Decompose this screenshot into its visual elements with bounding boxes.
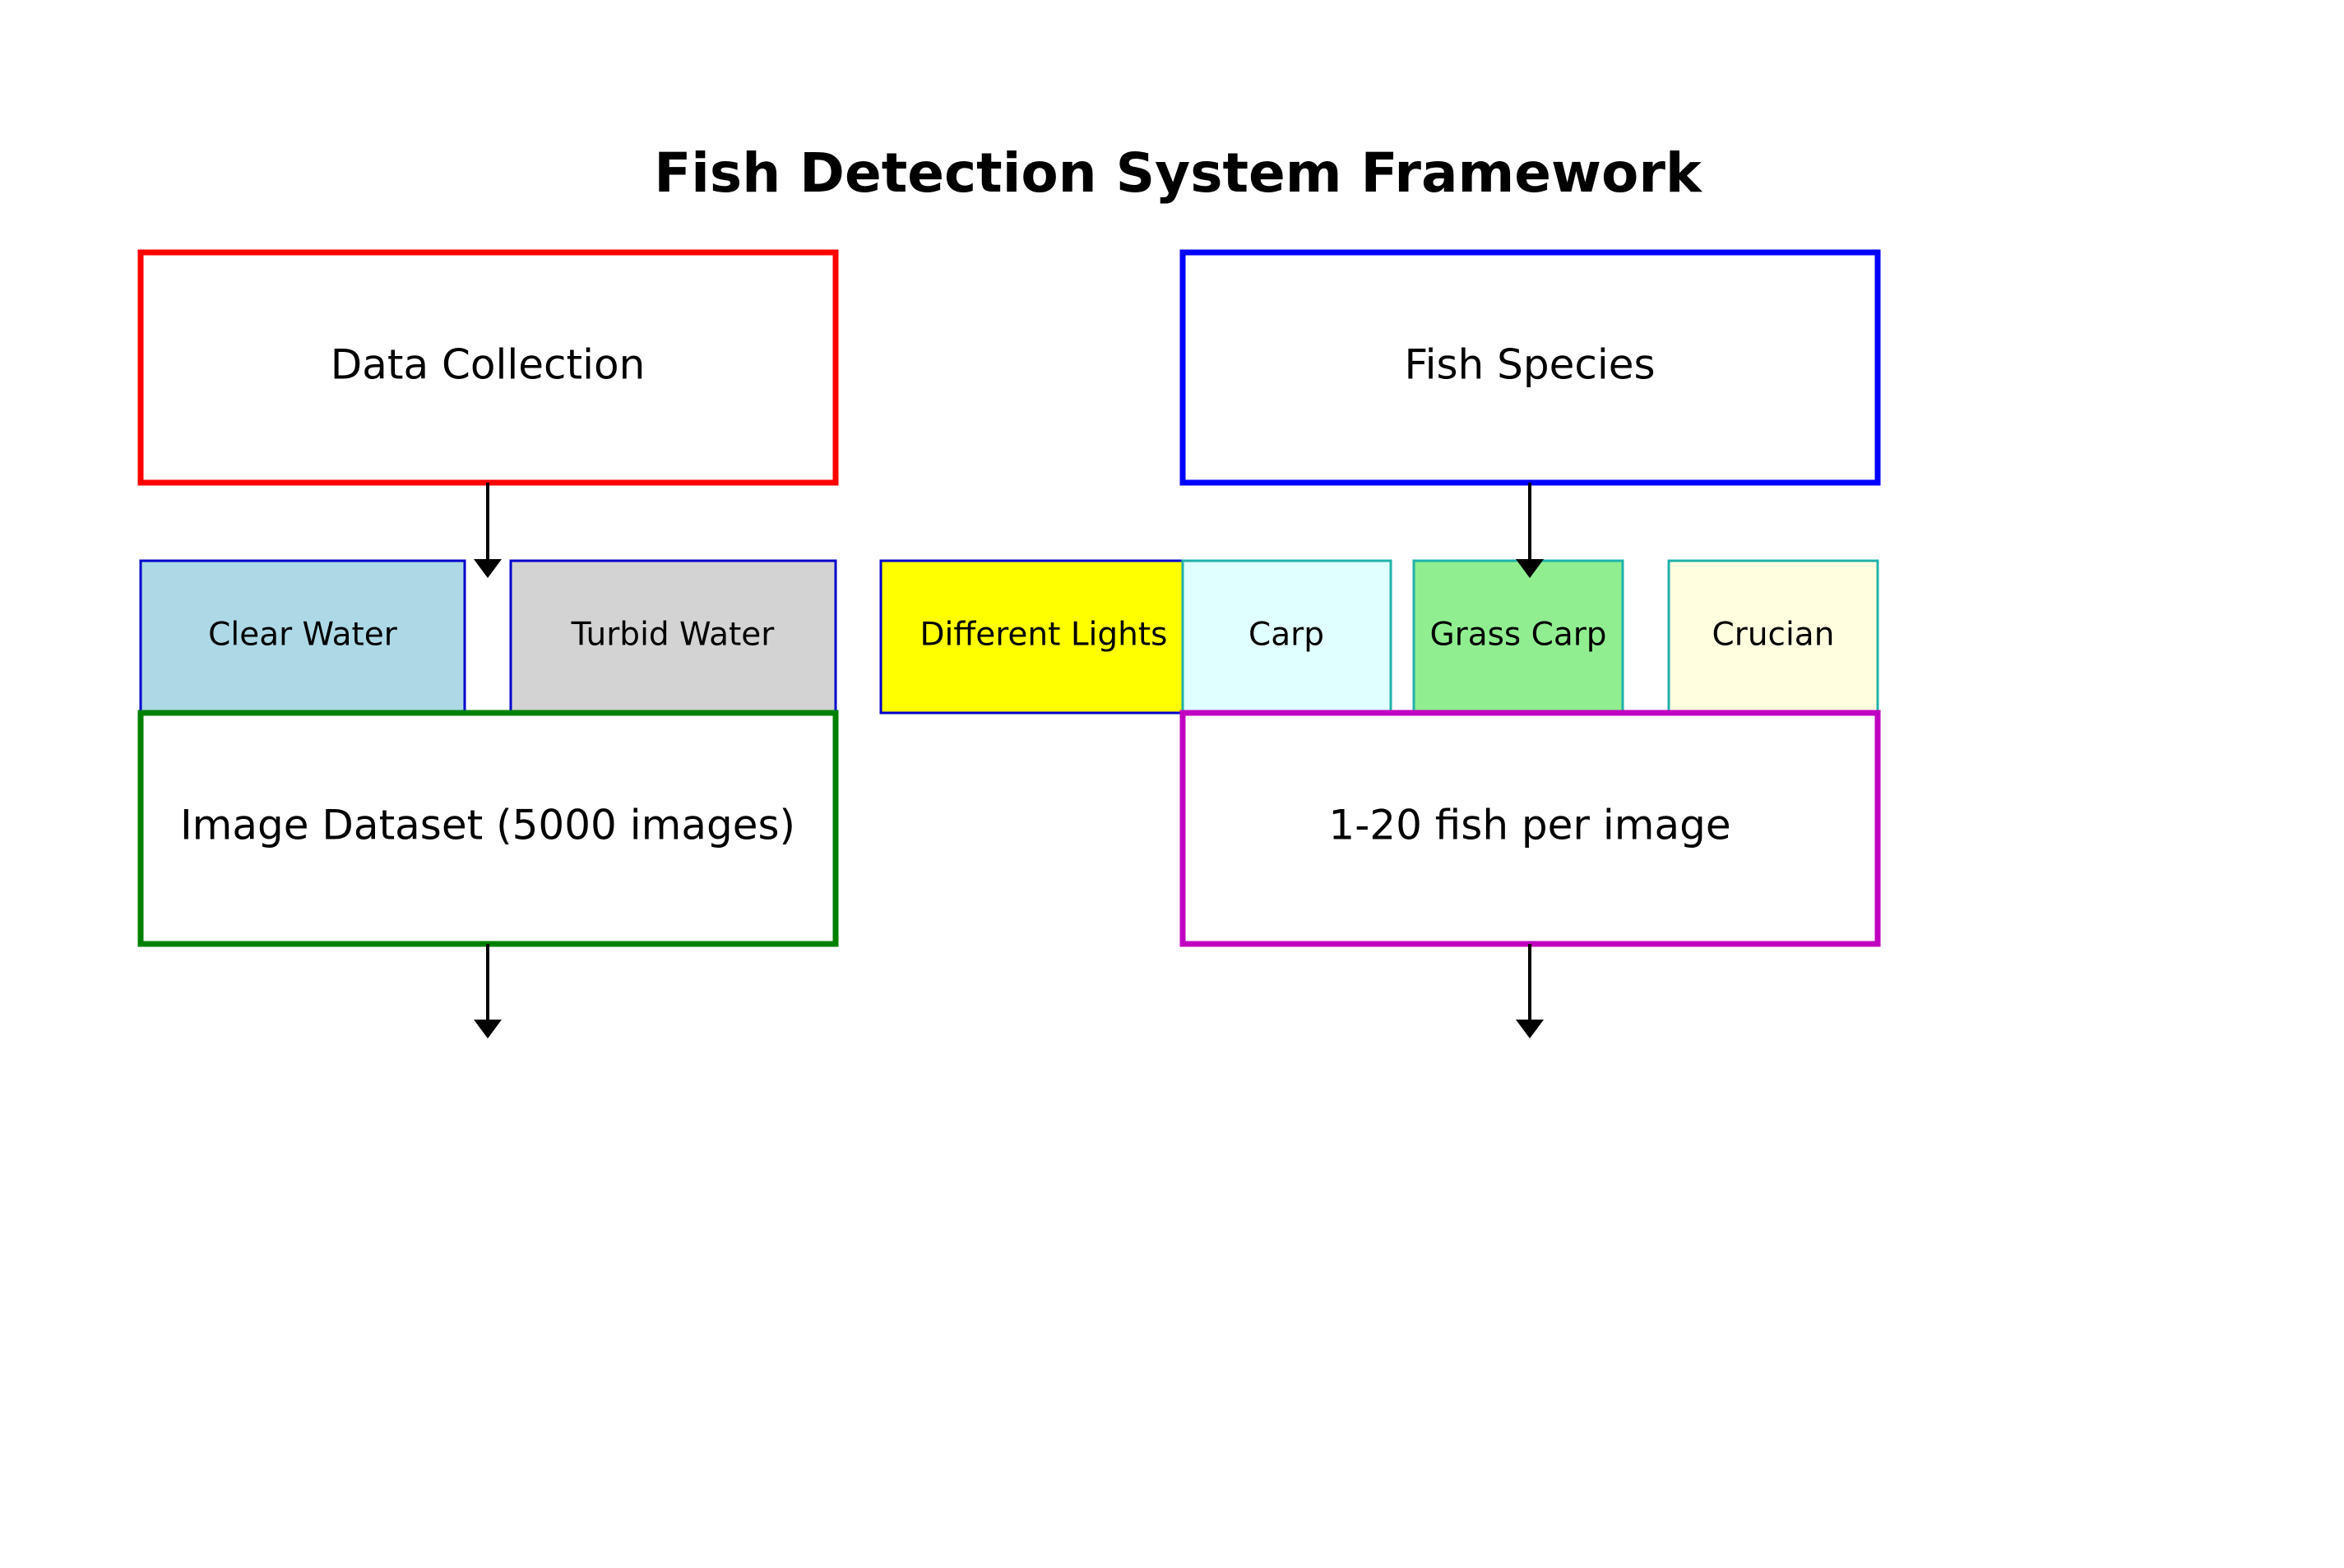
node-image-dataset-label: Image Dataset (5000 images) bbox=[180, 802, 795, 849]
node-different-lights: Different Lights bbox=[879, 559, 1184, 715]
arrow-data-collection-down bbox=[474, 483, 502, 578]
node-fish-per-image-box bbox=[1179, 710, 1881, 947]
node-fish-per-image: 1-20 fish per image bbox=[1179, 710, 1881, 947]
arrow-image-dataset-down bbox=[474, 944, 502, 1038]
node-different-lights-label: Different Lights bbox=[920, 617, 1168, 654]
node-data-collection-box bbox=[137, 249, 839, 486]
arrow-fish-species-head bbox=[1516, 559, 1544, 578]
node-crucian-box bbox=[1667, 559, 1879, 715]
node-grass-carp-label: Grass Carp bbox=[1429, 617, 1606, 654]
arrow-data-collection-head bbox=[474, 559, 502, 578]
node-image-dataset: Image Dataset (5000 images) bbox=[137, 710, 839, 947]
node-fish-species-label: Fish Species bbox=[1404, 341, 1655, 389]
node-fish-per-image-label: 1-20 fish per image bbox=[1328, 802, 1730, 849]
node-crucian: Crucian bbox=[1667, 559, 1879, 715]
node-carp-label: Carp bbox=[1248, 617, 1324, 654]
arrow-fish-species-down bbox=[1516, 483, 1544, 578]
node-fish-species: Fish Species bbox=[1179, 249, 1881, 486]
arrow-fish-per-image-down bbox=[1516, 944, 1544, 1038]
node-turbid-water-box bbox=[509, 559, 837, 715]
diagram-title: Fish Detection System Framework bbox=[654, 141, 1703, 205]
node-fish-species-box bbox=[1179, 249, 1881, 486]
arrow-image-dataset-head bbox=[474, 1020, 502, 1038]
node-turbid-water: Turbid Water bbox=[509, 559, 837, 715]
arrow-fish-per-image-head bbox=[1516, 1020, 1544, 1038]
node-turbid-water-label: Turbid Water bbox=[571, 617, 776, 654]
node-different-lights-box bbox=[879, 559, 1184, 715]
node-clear-water: Clear Water bbox=[139, 559, 466, 715]
node-carp-box bbox=[1181, 559, 1392, 715]
node-crucian-label: Crucian bbox=[1712, 617, 1835, 654]
node-data-collection-label: Data Collection bbox=[331, 341, 646, 389]
node-carp: Carp bbox=[1181, 559, 1392, 715]
node-grass-carp: Grass Carp bbox=[1412, 559, 1624, 715]
node-data-collection: Data Collection bbox=[137, 249, 839, 486]
node-clear-water-box bbox=[139, 559, 466, 715]
node-clear-water-label: Clear Water bbox=[208, 617, 398, 654]
